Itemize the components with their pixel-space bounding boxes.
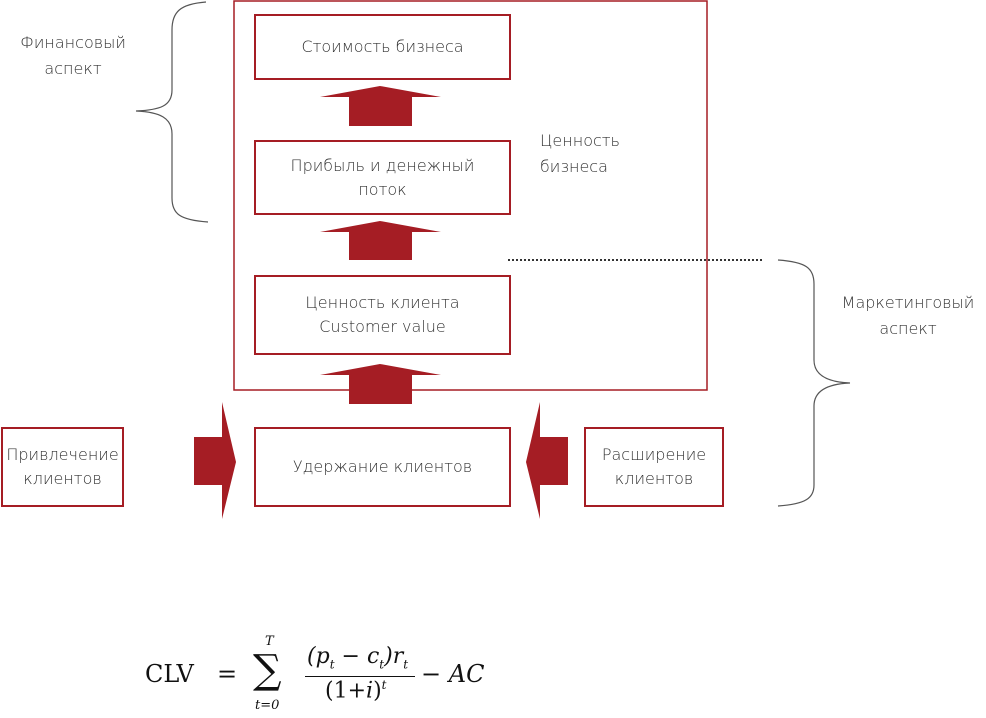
financial-aspect-line-1: Финансовый xyxy=(20,33,126,52)
marketing-aspect-line-1: Маркетинговый xyxy=(841,293,975,312)
retention-text: Удержание клиентов xyxy=(292,457,473,476)
fraction-bar xyxy=(305,676,415,677)
formula-numerator: (pt − ct)rt xyxy=(307,644,409,672)
up-arrow-icon-1 xyxy=(320,86,441,126)
acquisition-line-1: Привлечение xyxy=(6,445,119,464)
marketing-aspect-label: Маркетинговый аспект xyxy=(830,290,986,342)
expansion-line-2: клиентов xyxy=(614,469,694,488)
formula-lhs: CLV xyxy=(145,660,194,688)
up-arrow-icon-3 xyxy=(320,364,441,404)
up-arrow-icon-2 xyxy=(320,221,441,260)
profit-cashflow-line-2: поток xyxy=(358,179,407,199)
business-value-label: Ценность бизнеса xyxy=(540,128,640,180)
expansion-line-1: Расширение xyxy=(601,445,707,464)
marketing-aspect-line-2: аспект xyxy=(879,319,937,338)
financial-aspect-label: Финансовый аспект xyxy=(18,30,128,82)
sum-symbol-icon: ∑ xyxy=(253,647,282,693)
marketing-brace-icon xyxy=(777,259,851,507)
formula-sum-upper: T xyxy=(265,634,274,649)
expansion-box: Расширение клиентов xyxy=(584,427,724,507)
formula-minus-ac: − AC xyxy=(421,660,485,688)
customer-value-line-2: Customer value xyxy=(319,317,446,336)
retention-box: Удержание клиентов xyxy=(254,427,511,507)
customer-value-line-1: Ценность клиента xyxy=(305,293,460,312)
formula-equals: = xyxy=(217,660,238,688)
formula-denominator: (1+i)t xyxy=(325,678,387,704)
left-arrow-icon xyxy=(526,402,568,519)
business-value-frame xyxy=(233,0,708,391)
financial-brace-icon xyxy=(135,1,209,223)
profit-cashflow-line-1: Прибыль и денежный xyxy=(290,155,475,175)
customer-value-box: Ценность клиента Customer value xyxy=(254,275,511,355)
acquisition-line-2: клиентов xyxy=(23,469,102,488)
financial-aspect-line-2: аспект xyxy=(44,59,102,78)
formula-sum-lower: t=0 xyxy=(255,698,280,713)
business-cost-box: Стоимость бизнеса xyxy=(254,14,511,80)
business-value-line-2: бизнеса xyxy=(540,157,608,176)
business-value-line-1: Ценность xyxy=(540,131,620,150)
business-cost-text: Стоимость бизнеса xyxy=(301,37,464,56)
acquisition-box: Привлечение клиентов xyxy=(1,427,124,507)
right-arrow-icon xyxy=(194,402,236,519)
profit-cashflow-box: Прибыль и денежный поток xyxy=(254,140,511,215)
